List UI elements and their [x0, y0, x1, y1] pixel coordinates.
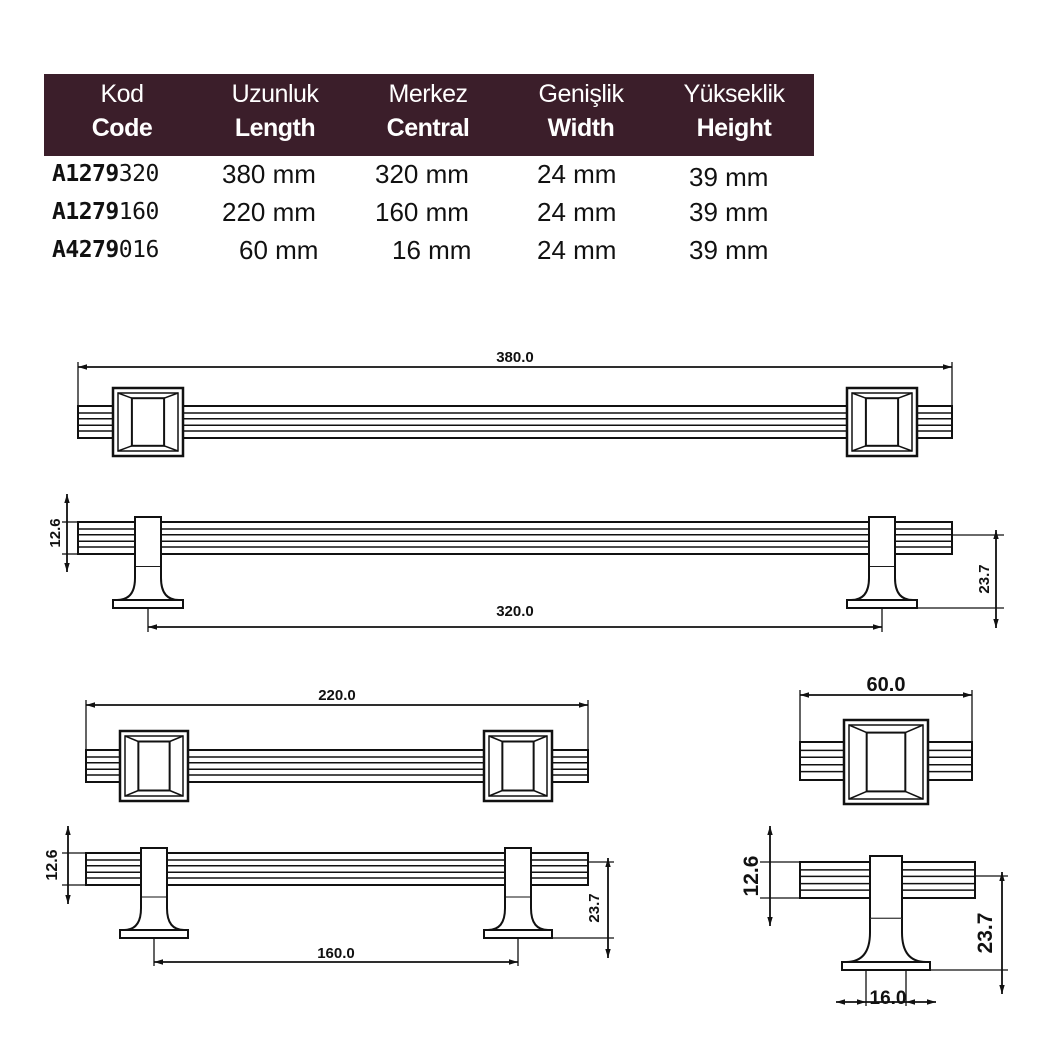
- cell-central: 160 mm: [375, 197, 469, 227]
- cell-height: 39 mm: [689, 197, 769, 227]
- mount-post-side: [134, 516, 162, 569]
- dimension-label: 23.7: [976, 564, 993, 593]
- mount-post-side: [140, 847, 168, 899]
- mount-base-inner: [851, 392, 913, 452]
- mount-bevel-lines: [124, 735, 184, 797]
- dimension-label: 220.0: [318, 687, 356, 704]
- large-handle-drawing: 380.0 12.6 23.7 320.0: [47, 349, 1004, 632]
- cell-height: 39 mm: [689, 235, 769, 265]
- header-central-tr: Merkez: [388, 80, 468, 108]
- mount-foot: [841, 961, 931, 971]
- cell-height: 39 mm: [689, 162, 769, 192]
- cell-code: A1279320: [52, 161, 159, 187]
- mount-bevel-lines: [851, 392, 913, 452]
- header-width-en: Width: [547, 114, 615, 142]
- table-row: A4279016 60 mm 16 mm 24 mm 39 mm: [44, 232, 814, 270]
- header-central-en: Central: [386, 114, 470, 142]
- header-code: Kod Code: [52, 74, 192, 141]
- mount-flare: [845, 918, 927, 963]
- cell-central: 320 mm: [375, 159, 469, 189]
- small-handle-drawing: 60.0 12.6 23.7 16.0: [740, 674, 1008, 1009]
- header-code-tr: Kod: [100, 80, 144, 108]
- header-length-en: Length: [234, 114, 316, 142]
- dimension-label: 23.7: [586, 893, 603, 922]
- header-code-en: Code: [91, 114, 153, 142]
- dimension-label: 12.6: [47, 518, 64, 547]
- cell-width: 24 mm: [537, 197, 617, 227]
- dimension-label: 60.0: [867, 674, 906, 696]
- cell-width: 24 mm: [537, 235, 617, 265]
- mount-base-inner: [848, 724, 924, 800]
- dimension-label: 12.6: [44, 849, 61, 880]
- cell-code: A1279160: [52, 199, 159, 225]
- cell-code: A4279016: [52, 237, 159, 263]
- header-central: Merkez Central: [358, 74, 498, 141]
- mount-foot: [119, 929, 189, 939]
- header-length-tr: Uzunluk: [231, 80, 319, 108]
- mount-post-top: [864, 397, 900, 447]
- cell-width: 24 mm: [537, 159, 617, 189]
- mount-flare: [116, 567, 180, 601]
- dimension-label: 12.6: [740, 856, 763, 897]
- cell-central: 16 mm: [392, 235, 472, 265]
- mount-flare: [123, 897, 185, 931]
- mount-bevel-lines: [488, 735, 548, 797]
- mount-post-top: [130, 397, 166, 447]
- dimension-label: 380.0: [496, 349, 534, 366]
- header-height-tr: Yükseklik: [683, 80, 785, 108]
- mount-flare: [487, 897, 549, 931]
- handle-bar: [77, 521, 953, 555]
- mount-post-top: [137, 740, 171, 792]
- dimension-label: 16.0: [870, 988, 907, 1009]
- table-header: Kod Code Uzunluk Length Merkez Central G…: [44, 74, 814, 156]
- dimension-label: 160.0: [317, 945, 355, 962]
- header-height-en: Height: [696, 114, 772, 142]
- header-length: Uzunluk Length: [205, 74, 345, 141]
- mount-foot: [112, 599, 184, 609]
- table-row: A1279320 380 mm 320 mm 24 mm 39 mm: [44, 156, 814, 194]
- cell-length: 220 mm: [222, 197, 316, 227]
- header-width: Genişlik Width: [511, 74, 651, 141]
- spec-table: Kod Code Uzunluk Length Merkez Central G…: [44, 74, 814, 270]
- mount-bevel-lines: [848, 724, 924, 800]
- mount-base-inner: [124, 735, 184, 797]
- mount-flare: [850, 567, 914, 601]
- table-row: A1279160 220 mm 160 mm 24 mm 39 mm: [44, 194, 814, 232]
- cell-length: 60 mm: [239, 235, 319, 265]
- mount-bevel-lines: [117, 392, 179, 452]
- header-width-tr: Genişlik: [538, 80, 624, 108]
- mount-base-inner: [117, 392, 179, 452]
- dimension-label: 23.7: [974, 913, 997, 954]
- mount-post-side: [868, 516, 896, 569]
- medium-handle-drawing: 220.0 12.6 23.7 160.0: [44, 687, 614, 966]
- mount-post-side: [869, 855, 903, 920]
- header-height: Yükseklik Height: [664, 74, 804, 141]
- mount-foot: [483, 929, 553, 939]
- mount-post-top: [865, 731, 907, 793]
- mount-post-side: [504, 847, 532, 899]
- handle-bar: [77, 405, 953, 439]
- mount-base-inner: [488, 735, 548, 797]
- dimension-label: 320.0: [496, 603, 534, 620]
- mount-post-top: [501, 740, 535, 792]
- cell-length: 380 mm: [222, 159, 316, 189]
- mount-foot: [846, 599, 918, 609]
